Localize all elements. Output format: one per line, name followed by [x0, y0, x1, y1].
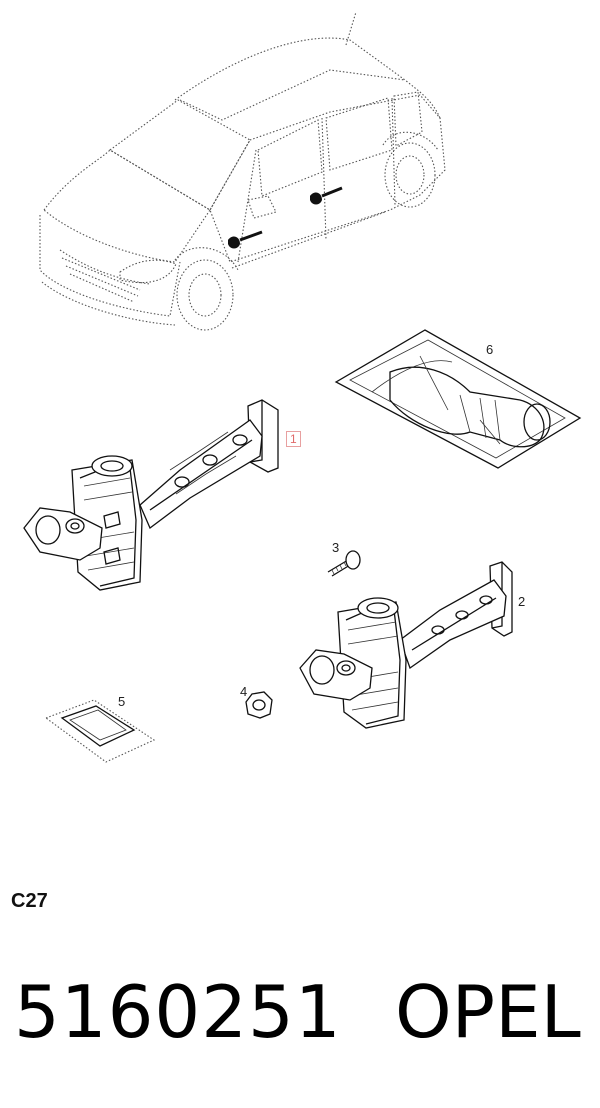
part-4-nut: [245, 691, 273, 719]
part-3-bolt: [327, 550, 361, 577]
brand-name: OPEL: [395, 970, 581, 1054]
part-5-grease-pack: [44, 699, 156, 763]
part-6-grease-pack: [334, 329, 582, 469]
part-1-door-check: [23, 399, 279, 591]
parts-diagram: [23, 11, 582, 763]
part-2-door-check: [299, 561, 513, 729]
callout-1: 1: [286, 431, 301, 447]
callout-2: 2: [518, 594, 526, 609]
callout-4: 4: [240, 684, 248, 699]
section-code: C27: [11, 890, 48, 912]
callout-5: 5: [118, 694, 126, 709]
callout-3: 3: [332, 540, 340, 555]
callout-6: 6: [486, 342, 494, 357]
car-illustration: [39, 11, 446, 331]
part-number: 5160251: [14, 970, 342, 1054]
